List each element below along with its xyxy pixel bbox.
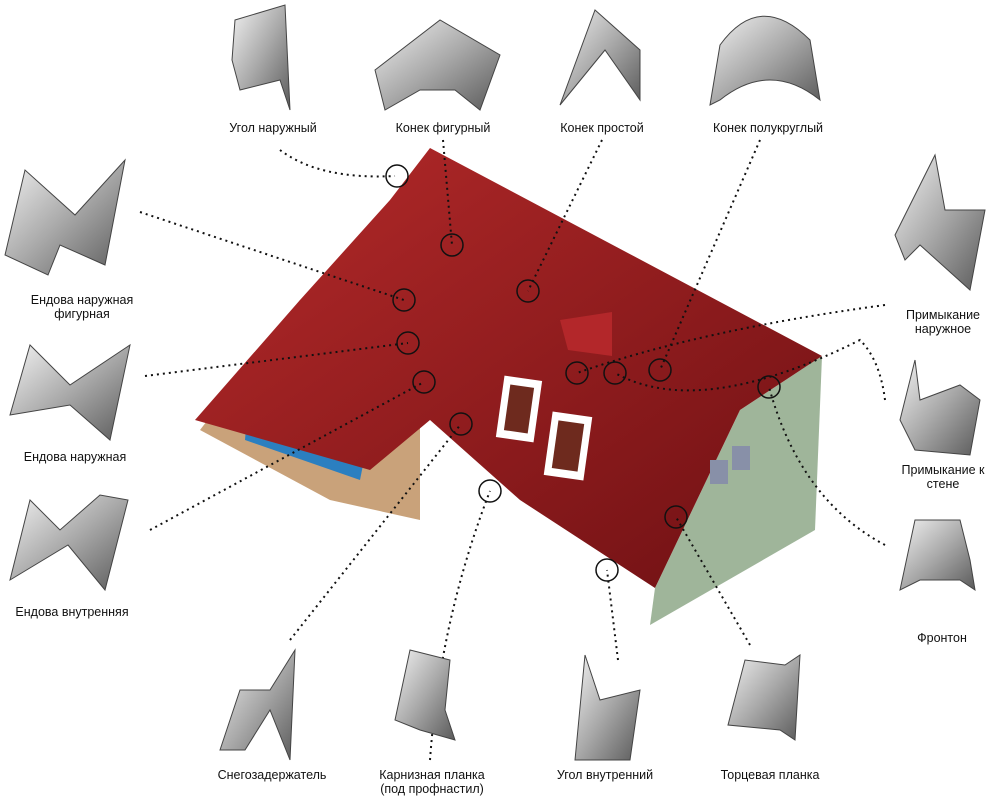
label-tortsevaya: Торцевая планка <box>720 768 820 782</box>
profile-icons <box>4 4 986 761</box>
endova-nar-icon <box>9 343 131 441</box>
tortsevaya-icon <box>727 654 801 741</box>
primykanie-stene-icon <box>899 359 981 456</box>
leader-lines <box>139 139 886 761</box>
konek-prostoy-icon <box>559 9 641 106</box>
primykanie-nar-icon <box>894 153 986 291</box>
konek-polukrugly-icon <box>709 15 821 106</box>
label-line-1: Примыкание к <box>901 463 985 477</box>
ugol-naruzhny-icon <box>231 4 291 111</box>
label-karniz: Карнизная планка(под профнастил) <box>379 768 485 796</box>
label-fronton: Фронтон <box>917 631 967 645</box>
label-line-2: (под профнастил) <box>380 782 484 796</box>
label-line-1: Карнизная планка <box>379 768 485 782</box>
label-endova-vnutrennyaya: Ендова внутренняя <box>15 605 129 619</box>
label-snegozaderzhatel: Снегозадержатель <box>217 768 327 782</box>
fronton-icon <box>899 519 976 592</box>
label-line-1: Ендова наружная <box>30 293 134 307</box>
label-endova-naruzhnaya: Ендова наружная <box>23 450 127 464</box>
label-ugol-naruzhny: Угол наружный <box>229 121 317 135</box>
label-line-1: Примыкание <box>905 308 981 322</box>
label-ugol-vnutrenny: Угол внутренний <box>556 768 654 782</box>
endova-vnutr-icon <box>9 494 129 592</box>
label-line-2: фигурная <box>54 307 110 321</box>
karniz-icon <box>394 649 456 741</box>
snegozaderzhatel-icon <box>219 648 296 761</box>
label-line-2: наружное <box>914 322 972 336</box>
konek-figurny-icon <box>374 19 501 111</box>
house-illustration <box>195 148 822 625</box>
ugol-vnutr-icon <box>574 654 641 761</box>
label-line-2: стене <box>926 477 960 491</box>
marker-circles <box>385 164 781 582</box>
label-konek-figurny: Конек фигурный <box>395 121 491 135</box>
label-konek-prostoy: Конек простой <box>560 121 644 135</box>
endova-nar-fig-icon <box>4 158 126 276</box>
label-konek-polukrugly: Конек полукруглый <box>712 121 824 135</box>
